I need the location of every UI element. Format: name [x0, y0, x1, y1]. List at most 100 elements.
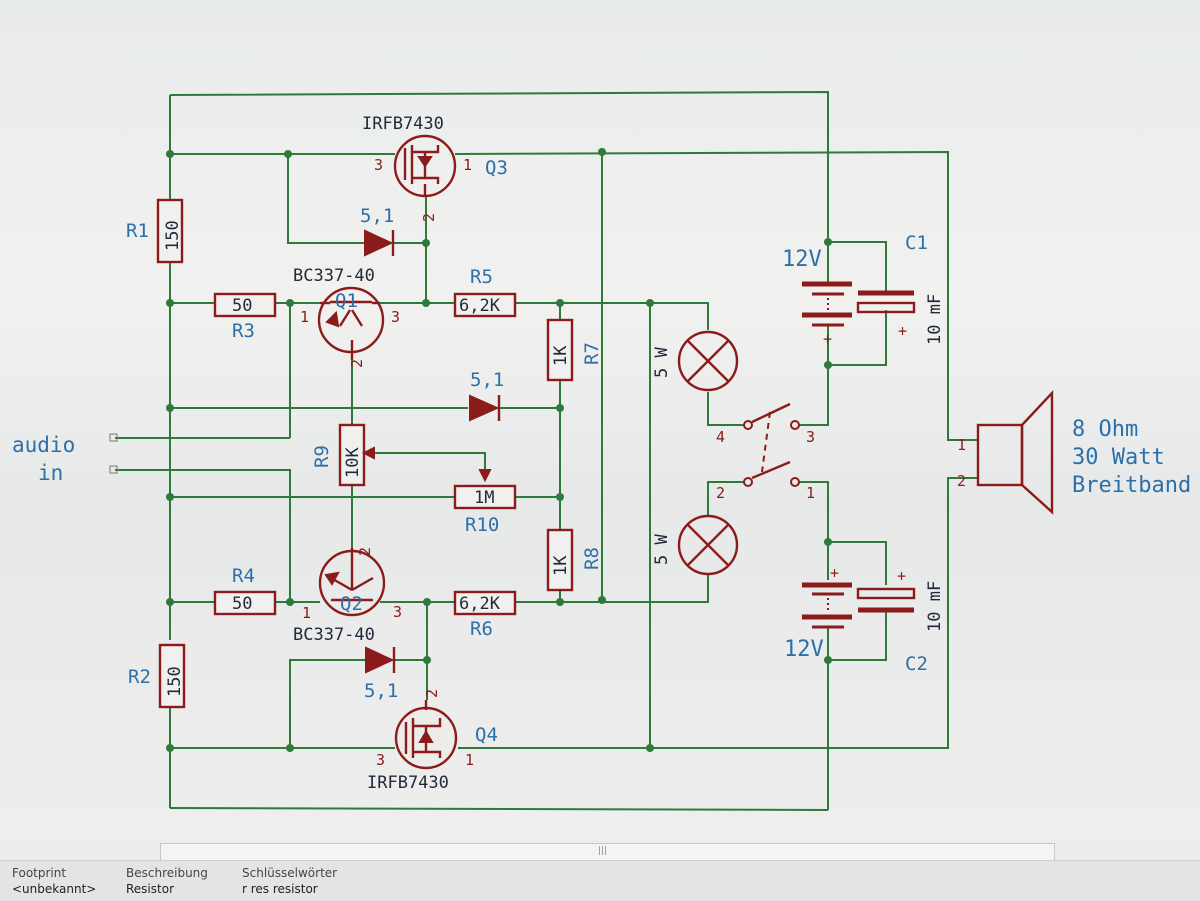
r5-value: 6,2K: [459, 296, 501, 316]
lamp-top[interactable]: 5 W: [652, 330, 739, 392]
q3-pin-2: 2: [420, 213, 438, 222]
description-field: Beschreibung Resistor: [126, 865, 208, 897]
q2-pin-1: 1: [302, 604, 311, 622]
resistor-r6[interactable]: 6,2K R6: [453, 590, 517, 640]
switch-pin-3: 3: [806, 428, 815, 446]
switch-pin-4: 4: [716, 428, 725, 446]
resistor-r5[interactable]: 6,2K R5: [453, 266, 517, 318]
r9-ref: R9: [311, 445, 333, 468]
r7-ref: R7: [581, 342, 603, 365]
speaker-type: Breitband: [1072, 473, 1191, 498]
r3-value: 50: [232, 296, 252, 316]
switch-pin-2: 2: [716, 484, 725, 502]
speaker-power: 30 Watt: [1072, 445, 1165, 470]
d-bot-value: 5,1: [364, 680, 398, 702]
q3-pin-3: 3: [374, 156, 383, 174]
q1-pin-2: 2: [348, 359, 366, 368]
bjt-q1[interactable]: BC337-40 Q1 1 2 3: [293, 266, 400, 368]
q4-pin-3: 3: [376, 751, 385, 769]
speaker-pin-1: 1: [957, 436, 966, 454]
resistor-r1[interactable]: 150 R1: [126, 198, 184, 264]
keywords-field: Schlüsselwörter r res resistor: [242, 865, 337, 897]
r7-value: 1K: [551, 345, 571, 366]
q2-ref: Q2: [340, 593, 363, 615]
q4-pin-1: 1: [465, 751, 474, 769]
r4-ref: R4: [232, 565, 255, 587]
switch-pin-1: 1: [806, 484, 815, 502]
schematic-drawing[interactable]: audio in 150 R1 150 R2 50 R3 50 R4 6,2K …: [0, 0, 1200, 838]
description-value: Resistor: [126, 882, 174, 896]
keywords-label: Schlüsselwörter: [242, 866, 338, 880]
zener-diode-bottom[interactable]: 5,1: [364, 646, 398, 702]
lamp-bottom-value: 5 W: [652, 534, 672, 565]
zener-diode-top[interactable]: 5,1: [360, 205, 394, 257]
battery-bottom-plus: +: [830, 564, 839, 582]
r10-value: 1M: [474, 488, 494, 508]
q2-pin-2: 2: [356, 547, 374, 556]
d-mid-value: 5,1: [470, 369, 504, 391]
r1-ref: R1: [126, 220, 149, 242]
double-switch[interactable]: 4 3 2 1: [716, 402, 815, 502]
r2-ref: R2: [128, 666, 151, 688]
battery-bottom[interactable]: 12V +: [784, 564, 852, 662]
r4-value: 50: [232, 594, 252, 614]
q2-name: BC337-40: [293, 625, 375, 645]
q2-pin-3: 3: [393, 603, 402, 621]
footprint-label: Footprint: [12, 866, 67, 880]
c1-ref: C1: [905, 232, 928, 254]
description-label: Beschreibung: [126, 866, 208, 880]
r8-value: 1K: [551, 555, 571, 576]
battery-bottom-value: 12V: [784, 637, 824, 662]
c2-ref: C2: [905, 653, 928, 675]
r5-ref: R5: [470, 266, 493, 288]
resistor-r4[interactable]: 50 R4: [213, 565, 277, 616]
q1-name: BC337-40: [293, 266, 375, 286]
c1-plus: +: [898, 322, 907, 340]
resistor-r3[interactable]: 50 R3: [213, 292, 277, 342]
lamp-top-value: 5 W: [652, 347, 672, 378]
r10-ref: R10: [465, 514, 499, 536]
wires: [115, 90, 978, 811]
q3-name: IRFB7430: [362, 114, 444, 134]
battery-top-plus: +: [823, 330, 832, 348]
battery-top-value: 12V: [782, 247, 822, 272]
schematic-canvas[interactable]: audio in 150 R1 150 R2 50 R3 50 R4 6,2K …: [0, 0, 1200, 838]
q4-pin-2: 2: [423, 689, 441, 698]
footprint-field: Footprint <unbekannt>: [12, 865, 96, 897]
resistor-r8[interactable]: 1K R8: [546, 528, 603, 592]
speaker[interactable]: 1 2 8 Ohm 30 Watt Breitband: [957, 389, 1191, 515]
junctions: [166, 148, 832, 752]
q3-ref: Q3: [485, 157, 508, 179]
q1-pin-1: 1: [300, 308, 309, 326]
q3-pin-1: 1: [463, 156, 472, 174]
zener-diode-mid[interactable]: 5,1: [469, 369, 504, 422]
mosfet-q4[interactable]: IRFB7430 Q4 3 1 2: [367, 689, 498, 793]
component-info-bar: Footprint <unbekannt> Beschreibung Resis…: [0, 860, 1200, 901]
capacitor-c2[interactable]: + C2 10 mF: [856, 567, 945, 675]
c2-value: 10 mF: [925, 581, 945, 632]
r1-value: 150: [163, 220, 183, 251]
r9-value: 10K: [343, 447, 363, 478]
resistor-r10[interactable]: 1M R10: [453, 484, 517, 536]
lamp-bottom[interactable]: 5 W: [652, 514, 739, 576]
audio-in-connector[interactable]: audio in: [12, 433, 118, 485]
r2-value: 150: [165, 666, 185, 697]
horizontal-scrollbar[interactable]: |||: [160, 843, 1055, 861]
c1-value: 10 mF: [925, 294, 945, 345]
mosfet-q3[interactable]: IRFB7430 Q3 3 1 2: [362, 114, 508, 222]
r6-ref: R6: [470, 618, 493, 640]
keywords-value: r res resistor: [242, 882, 318, 896]
resistor-r2[interactable]: 150 R2: [128, 643, 186, 709]
q4-ref: Q4: [475, 724, 498, 746]
speaker-pin-2: 2: [957, 472, 966, 490]
potentiometer-r9[interactable]: 10K R9: [311, 423, 492, 487]
capacitor-c1[interactable]: + C1 10 mF: [856, 232, 945, 345]
battery-top[interactable]: 12V +: [782, 247, 852, 348]
audio-in-label-2: in: [38, 461, 63, 485]
q1-pin-3: 3: [391, 308, 400, 326]
bjt-q2[interactable]: BC337-40 Q2 1 2 3: [293, 547, 402, 645]
footprint-value: <unbekannt>: [12, 882, 97, 896]
resistor-r7[interactable]: 1K R7: [546, 318, 603, 382]
d-top-value: 5,1: [360, 205, 394, 227]
scrollbar-grip[interactable]: |||: [598, 846, 608, 856]
